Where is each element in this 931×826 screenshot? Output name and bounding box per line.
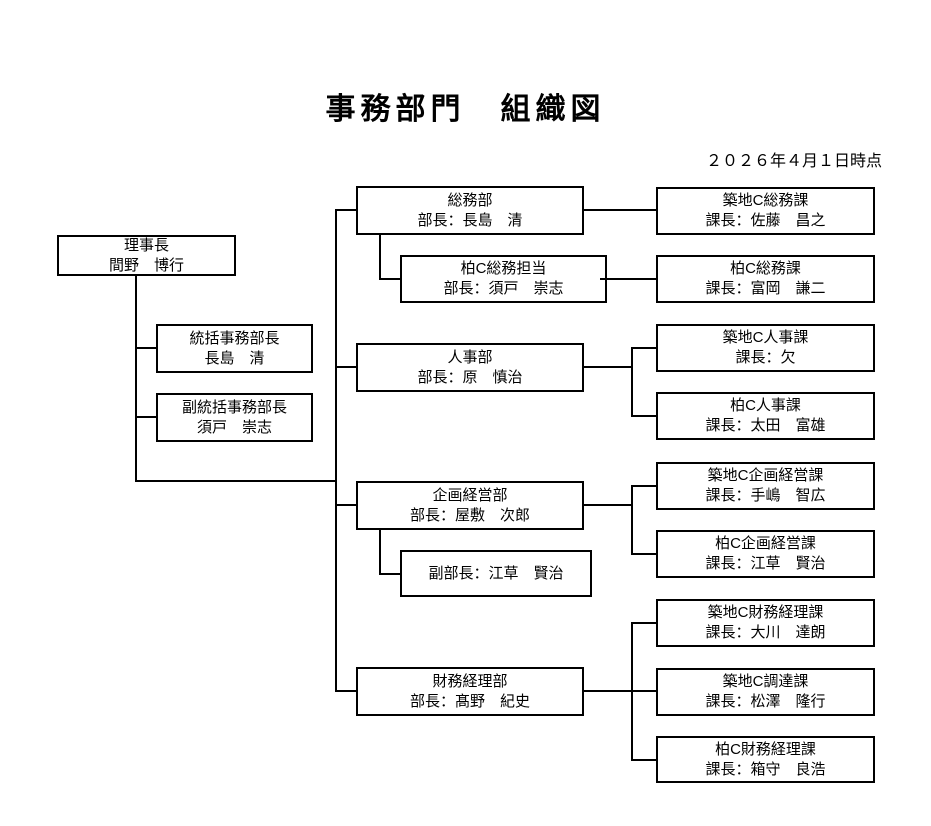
connector-to-tsukiji-hr [631, 347, 656, 349]
org-box-person: 部長：髙野 紀史 [409, 692, 530, 710]
org-box-person: 課長：江草 賢治 [705, 555, 826, 572]
org-box-person: 須戸 崇志 [196, 418, 272, 436]
connector-ga-charge-elbow-v [379, 235, 381, 280]
org-box-finance-dept: 財務経理部 部長：髙野 紀史 [356, 667, 584, 716]
org-box-person: 課長：富岡 謙二 [705, 280, 826, 297]
org-box-title: 副統括事務部長 [181, 398, 287, 416]
connector-planning-bar-vertical [631, 485, 633, 555]
org-box-chairman: 理事長 間野 博行 [57, 235, 236, 276]
org-box-title: 総務部 [447, 191, 493, 209]
connector-chairman-to-trunk [135, 480, 337, 482]
org-box-deputy-chief-admin: 副統括事務部長 須戸 崇志 [156, 393, 313, 442]
org-box-person: 部長：長島 清 [417, 211, 523, 229]
org-box-chief-admin: 統括事務部長 長島 清 [156, 324, 313, 373]
org-box-tsukiji-finance-section: 築地C財務経理課 課長：大川 達朗 [656, 599, 875, 647]
connector-deputy-elbow-v [379, 530, 381, 575]
org-box-title: 理事長 [123, 236, 169, 254]
connector-to-kashiwa-hr [631, 415, 656, 417]
org-box-person: 部長：原 慎治 [417, 368, 523, 386]
org-box-person: 間野 博行 [108, 256, 184, 274]
org-box-planning-dept: 企画経営部 部長：屋敷 次郎 [356, 481, 584, 530]
org-box-person: 課長：松澤 隆行 [705, 693, 826, 710]
org-box-person: 課長：佐藤 昌之 [705, 212, 826, 229]
org-box-title: 築地C調達課 [722, 673, 809, 690]
connector-to-deputy-chief [135, 416, 156, 418]
org-box-planning-deputy: 副部長：江草 賢治 [400, 550, 592, 597]
org-box-title: 築地C企画経営課 [707, 467, 824, 484]
connector-to-chief-admin [135, 347, 156, 349]
connector-trunk-vertical [335, 209, 337, 692]
org-box-kashiwa-hr-section: 柏C人事課 課長：太田 富雄 [656, 392, 875, 440]
connector-charge-to-kashiwa-ga [600, 278, 656, 280]
connector-chairman-down [135, 276, 137, 482]
org-box-title: 副部長：江草 賢治 [428, 564, 564, 582]
org-box-title: 企画経営部 [432, 486, 508, 504]
org-box-tsukiji-procurement-section: 築地C調達課 課長：松澤 隆行 [656, 668, 875, 716]
connector-hr-to-bar [584, 366, 633, 368]
connector-to-tsukiji-procurement [631, 690, 656, 692]
org-box-title: 統括事務部長 [189, 329, 280, 347]
org-box-person: 部長：屋敷 次郎 [409, 506, 530, 524]
connector-deputy-elbow-h [379, 573, 400, 575]
page-title: 事務部門 組織図 [325, 93, 606, 126]
connector-finance-to-bar [584, 690, 633, 692]
org-box-title: 柏C企画経営課 [715, 535, 816, 552]
org-box-person: 課長：欠 [735, 349, 796, 366]
org-box-title: 柏C人事課 [730, 397, 801, 414]
connector-to-tsukiji-planning [631, 485, 656, 487]
connector-to-finance [335, 690, 356, 692]
org-box-title: 柏C総務課 [730, 260, 801, 277]
org-box-title: 柏C財務経理課 [715, 740, 816, 758]
org-box-person: 部長：須戸 崇志 [443, 280, 564, 297]
org-box-tsukiji-planning-section: 築地C企画経営課 課長：手嶋 智広 [656, 462, 875, 510]
org-box-kashiwa-finance-section: 柏C財務経理課 課長：箱守 良浩 [656, 736, 875, 783]
org-box-title: 築地C財務経理課 [707, 604, 824, 621]
org-box-kashiwa-general-affairs-section: 柏C総務課 課長：富岡 謙二 [656, 255, 875, 303]
org-box-title: 人事部 [447, 348, 493, 366]
connector-ga-to-tsukiji-ga [584, 209, 656, 211]
connector-to-tsukiji-finance [631, 622, 656, 624]
org-box-general-affairs-dept: 総務部 部長：長島 清 [356, 186, 584, 235]
connector-to-kashiwa-finance [631, 759, 656, 761]
connector-planning-to-bar [584, 504, 633, 506]
org-box-title: 柏C総務担当 [460, 260, 547, 277]
connector-to-hr [335, 366, 356, 368]
connector-ga-charge-elbow-h [379, 278, 400, 280]
connector-to-kashiwa-planning [631, 553, 656, 555]
org-box-person: 長島 清 [204, 349, 265, 367]
connector-hr-bar-vertical [631, 347, 633, 417]
org-box-tsukiji-hr-section: 築地C人事課 課長：欠 [656, 324, 875, 372]
org-box-title: 築地C人事課 [722, 329, 809, 346]
as-of-date: ２０２６年４月１日時点 [705, 153, 882, 170]
org-box-tsukiji-general-affairs-section: 築地C総務課 課長：佐藤 昌之 [656, 187, 875, 235]
org-box-title: 築地C総務課 [722, 192, 809, 209]
org-box-person: 課長：箱守 良浩 [705, 760, 826, 778]
org-box-person: 課長：手嶋 智広 [705, 487, 826, 504]
connector-to-planning [335, 504, 356, 506]
org-box-person: 課長：大川 達朗 [705, 624, 826, 641]
org-box-title: 財務経理部 [432, 672, 508, 690]
org-box-kashiwa-general-affairs-charge: 柏C総務担当 部長：須戸 崇志 [400, 255, 607, 303]
org-box-hr-dept: 人事部 部長：原 慎治 [356, 343, 584, 392]
org-box-person: 課長：太田 富雄 [705, 417, 826, 434]
org-box-kashiwa-planning-section: 柏C企画経営課 課長：江草 賢治 [656, 530, 875, 578]
connector-to-general-affairs [335, 209, 356, 211]
